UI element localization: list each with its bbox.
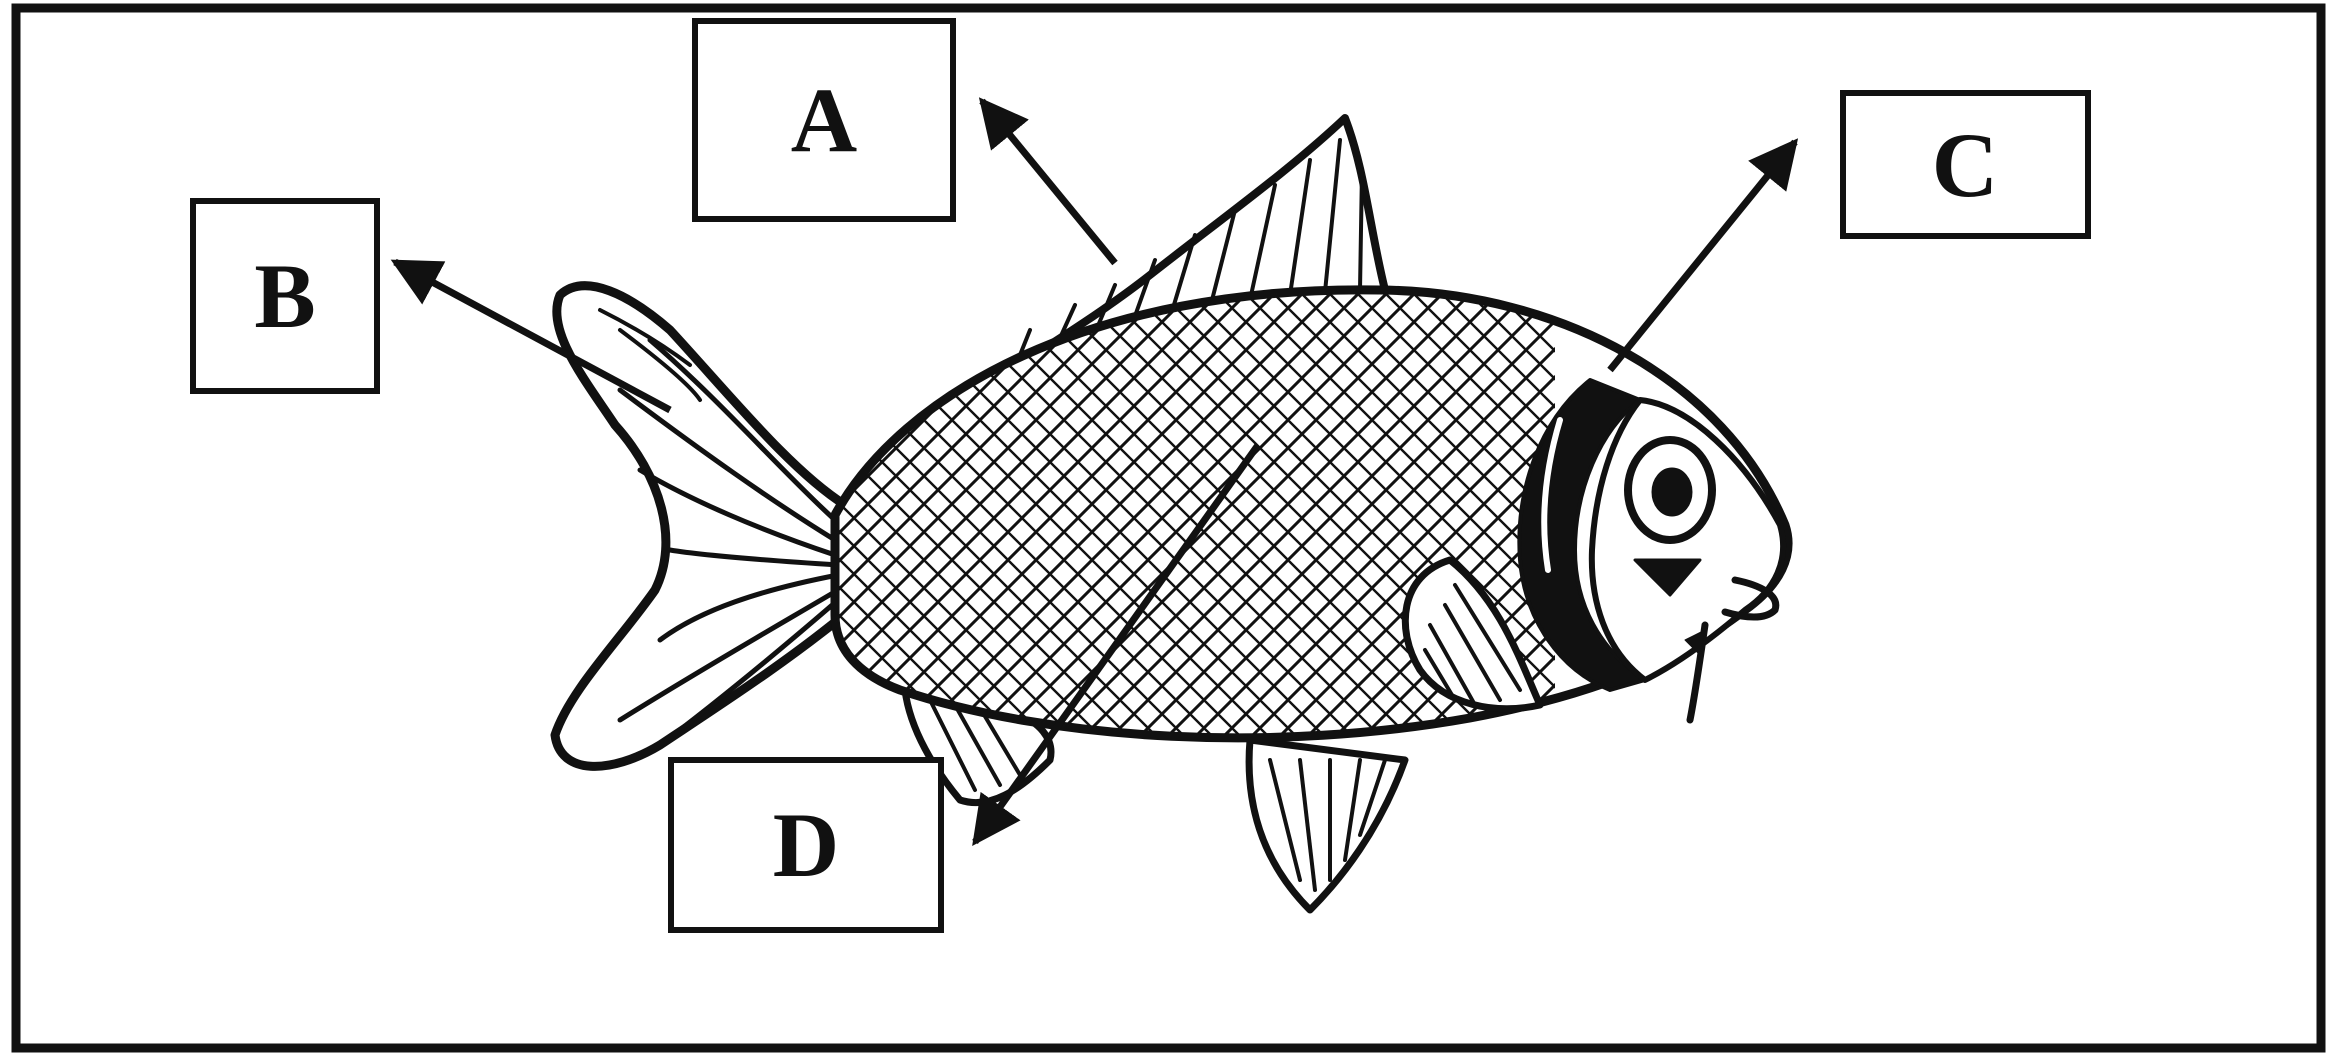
label-a: A bbox=[791, 69, 857, 171]
fish-eye bbox=[1628, 440, 1712, 540]
label-d: D bbox=[773, 794, 839, 896]
arrow-c bbox=[1610, 142, 1795, 370]
label-box-b: B bbox=[193, 201, 377, 391]
label-c: C bbox=[1932, 114, 1998, 216]
label-box-d: D bbox=[671, 760, 941, 930]
label-b: B bbox=[254, 245, 315, 347]
tail-fin bbox=[555, 286, 850, 767]
label-box-a: A bbox=[695, 21, 953, 219]
pelvic-fin bbox=[1249, 740, 1405, 910]
label-box-c: C bbox=[1843, 93, 2088, 236]
arrow-a bbox=[982, 101, 1115, 263]
